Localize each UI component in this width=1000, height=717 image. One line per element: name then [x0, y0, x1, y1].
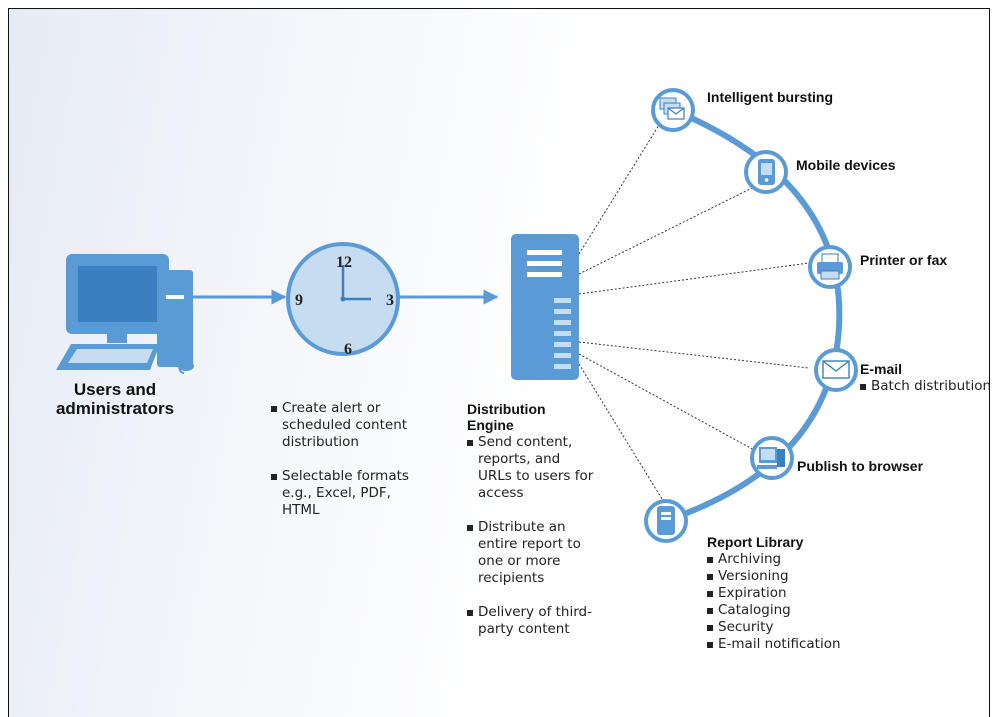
clock-bullet: Create alert or scheduled content distri…	[271, 400, 421, 451]
diagram-frame: 12 3 6 9	[8, 8, 990, 717]
library-label: Report Library	[707, 534, 804, 550]
connector-bursting	[578, 116, 665, 255]
engine-bullet: Distribute an entire report to one or mo…	[467, 519, 597, 587]
email-sub-list: Batch distribution	[860, 378, 989, 395]
library-item: Archiving	[707, 551, 841, 568]
browser-monitor-icon	[750, 436, 794, 480]
library-item: E-mail notification	[707, 636, 841, 653]
clock-number-3: 3	[386, 292, 394, 309]
users-label: Users and administrators	[55, 380, 175, 418]
engine-bullet: Delivery of third-party content	[467, 604, 597, 638]
server-icon	[511, 234, 579, 380]
library-item-list: Archiving Versioning Expiration Catalogi…	[707, 551, 841, 653]
email-label: E-mail	[860, 361, 903, 377]
clock-bullet-list: Create alert or scheduled content distri…	[271, 400, 421, 536]
connector-library	[578, 363, 663, 500]
connector-lines	[578, 116, 810, 500]
printer-icon	[808, 245, 852, 289]
browser-label: Publish to browser	[797, 458, 924, 474]
connector-email	[578, 341, 810, 369]
connector-browser	[578, 353, 755, 451]
engine-title: Distribution Engine	[467, 401, 546, 433]
engine-bullet-list: Send content, reports, and URLs to users…	[467, 434, 597, 655]
clock-number-9: 9	[295, 292, 303, 309]
connector-printer	[578, 262, 810, 295]
library-item: Security	[707, 619, 841, 636]
clock-number-6: 6	[344, 341, 352, 358]
diagram-canvas: 12 3 6 9	[56, 88, 858, 543]
bursting-label: Intelligent bursting	[707, 89, 833, 105]
email-envelope-icon	[814, 348, 858, 392]
mobile-label: Mobile devices	[796, 157, 896, 173]
report-library-server-icon	[644, 499, 688, 543]
library-item: Expiration	[707, 585, 841, 602]
printer-label: Printer or fax	[860, 252, 948, 268]
library-item: Versioning	[707, 568, 841, 585]
computer-icon	[56, 254, 194, 374]
clock-bullet: Selectable formats e.g., Excel, PDF, HTM…	[271, 468, 421, 519]
email-sub-item: Batch distribution	[860, 378, 989, 395]
engine-bullet: Send content, reports, and URLs to users…	[467, 434, 597, 502]
library-item: Cataloging	[707, 602, 841, 619]
mobile-device-icon	[744, 150, 788, 194]
clock-icon: 12 3 6 9	[286, 242, 400, 358]
envelopes-icon	[651, 88, 695, 132]
clock-number-12: 12	[336, 254, 352, 271]
connector-mobile	[578, 186, 755, 275]
